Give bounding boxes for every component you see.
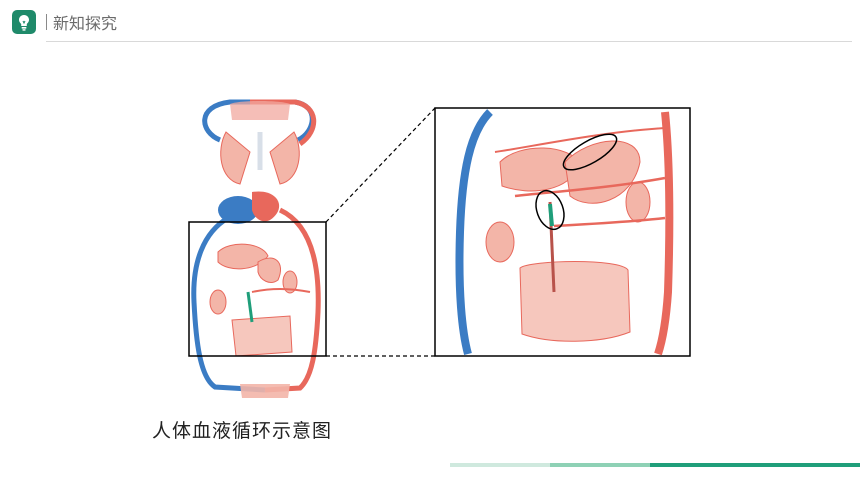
circulation-diagram (170, 92, 710, 402)
figure-caption: 人体血液循环示意图 (152, 420, 333, 442)
section-title: 新知探究 (46, 10, 117, 34)
zoom-connector-top (325, 107, 436, 223)
logo-badge (12, 10, 36, 34)
title-divider (46, 14, 47, 30)
highlight-ellipse-lower (535, 189, 565, 231)
overview-figure (188, 99, 327, 398)
header-divider (46, 41, 852, 42)
circulation-illustration (188, 99, 691, 398)
lightbulb-icon (19, 15, 29, 31)
highlight-ellipse-upper (562, 133, 618, 171)
footer-accent-bar (450, 463, 860, 467)
zoomed-figure (434, 107, 691, 357)
section-title-text: 新知探究 (53, 14, 118, 33)
header-bar: 新知探究 (0, 0, 860, 44)
